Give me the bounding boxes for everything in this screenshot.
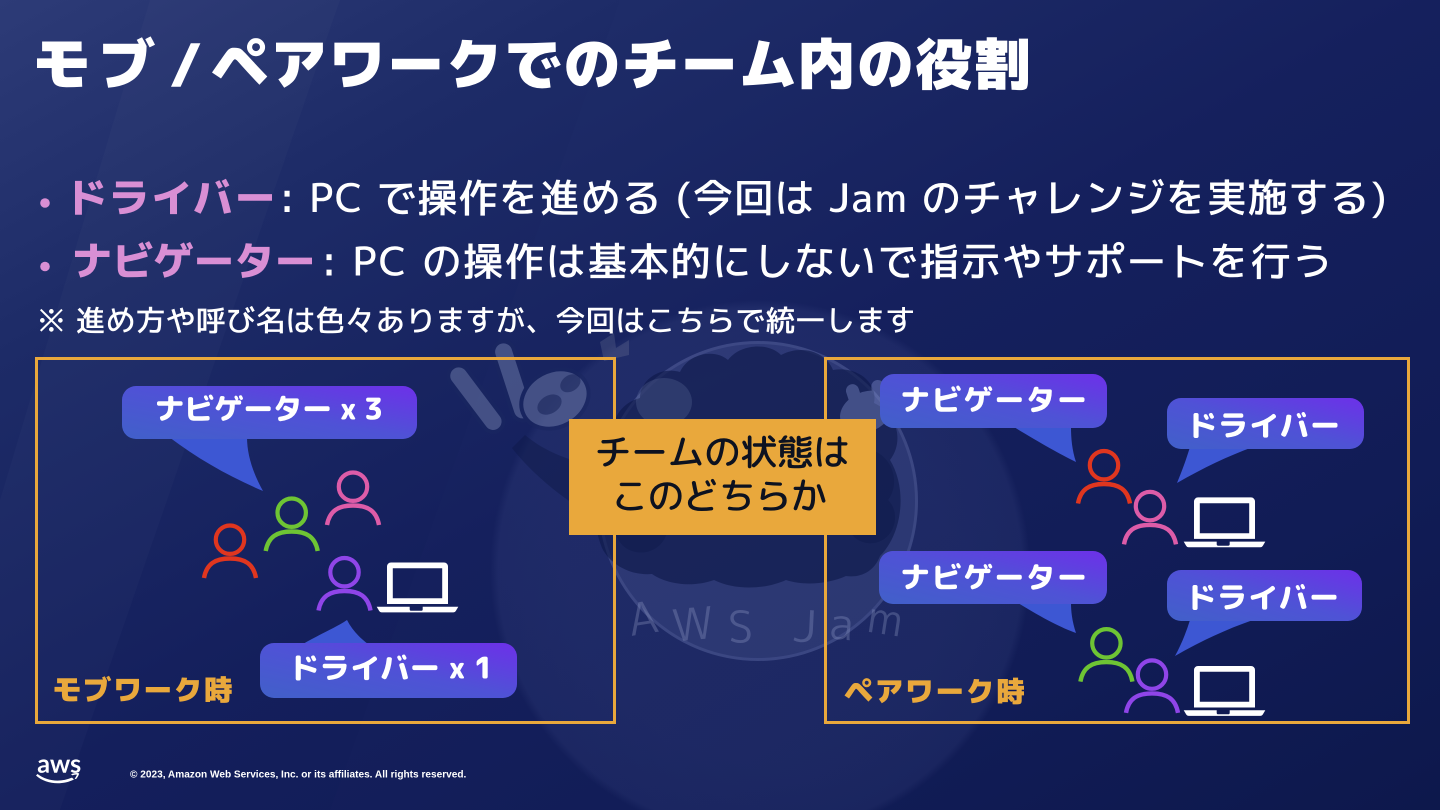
svg-text:© 2023, Amazon Web Services, I: © 2023, Amazon Web Services, Inc. or its… <box>130 770 467 781</box>
